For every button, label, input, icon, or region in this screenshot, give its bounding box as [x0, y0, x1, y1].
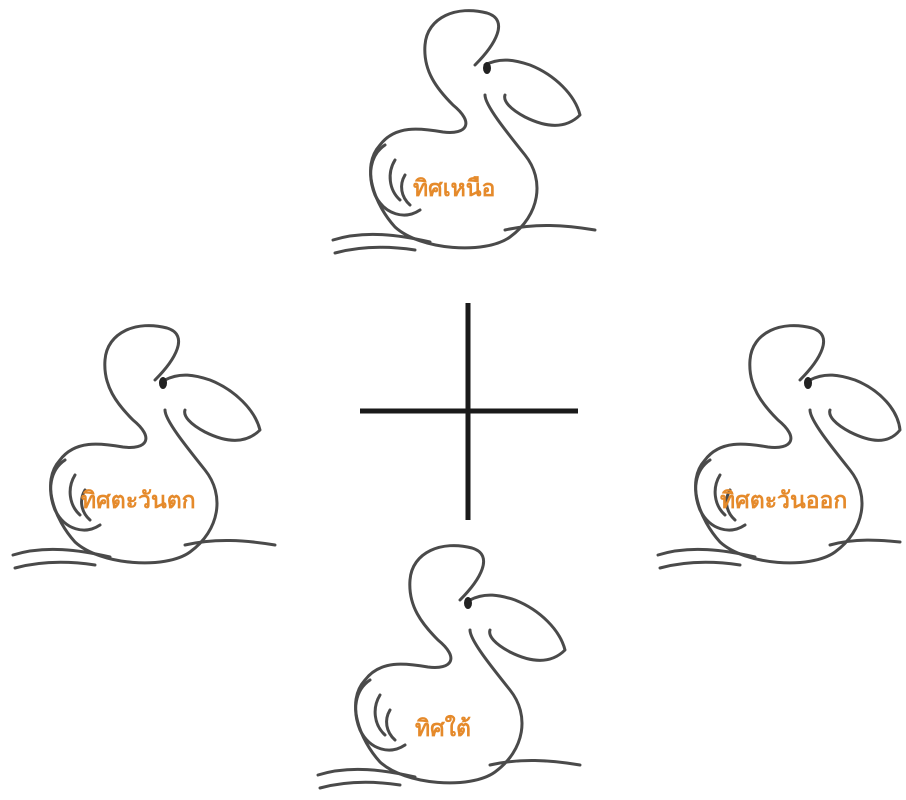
compass-diagram: ทิศเหนือ ทิศตะวันตก: [0, 0, 906, 800]
compass-cross: [0, 0, 906, 800]
